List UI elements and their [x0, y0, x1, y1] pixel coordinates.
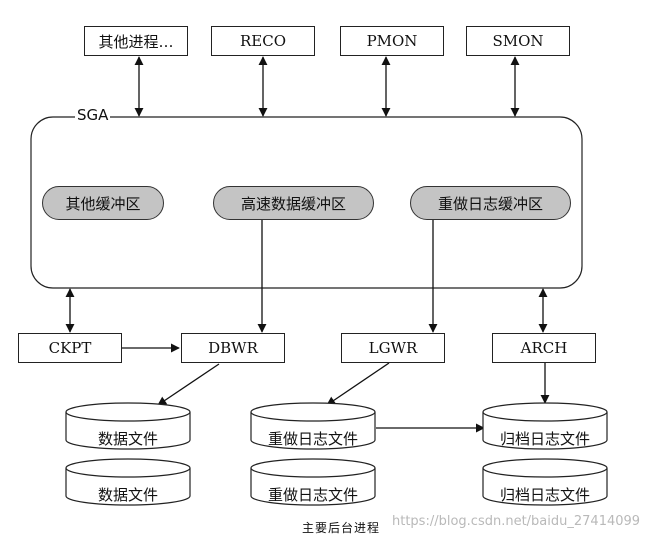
- archive-file-label-2: 归档日志文件: [499, 486, 590, 504]
- sga-label: SGA: [75, 106, 111, 124]
- dbwr-box: DBWR: [181, 333, 285, 363]
- other-processes-box: 其他进程…: [84, 26, 188, 56]
- data-file-label-1: 数据文件: [97, 430, 158, 448]
- data-file-label-2: 数据文件: [97, 486, 158, 504]
- smon-box: SMON: [466, 26, 570, 56]
- archive-file-cylinder-2: [482, 458, 608, 506]
- ckpt-box: CKPT: [18, 333, 122, 363]
- data-file-cylinder-2: [65, 458, 191, 506]
- redo-log-buffer-pill: 重做日志缓冲区: [410, 186, 571, 220]
- archive-file-cylinder-1: [482, 402, 608, 450]
- watermark: https://blog.csdn.net/baidu_27414099: [392, 514, 641, 529]
- sga-frame: [30, 116, 583, 289]
- redo-file-cylinder-2: [250, 458, 376, 506]
- arch-box: ARCH: [492, 333, 596, 363]
- database-buffer-cache-pill: 高速数据缓冲区: [213, 186, 374, 220]
- arrow-dbwr-datafile: [157, 363, 220, 406]
- lgwr-box: LGWR: [341, 333, 445, 363]
- other-buffer-pill: 其他缓冲区: [42, 186, 164, 220]
- data-file-cylinder-1: [65, 402, 191, 450]
- figure-caption: 主要后台进程: [302, 521, 381, 535]
- redo-file-label-1: 重做日志文件: [267, 430, 358, 448]
- redo-file-label-2: 重做日志文件: [267, 486, 358, 504]
- reco-box: RECO: [211, 26, 315, 56]
- arrow-lgwr-redofile: [326, 362, 390, 406]
- pmon-box: PMON: [340, 26, 444, 56]
- archive-file-label-1: 归档日志文件: [499, 430, 590, 448]
- redo-file-cylinder-1: [250, 402, 376, 450]
